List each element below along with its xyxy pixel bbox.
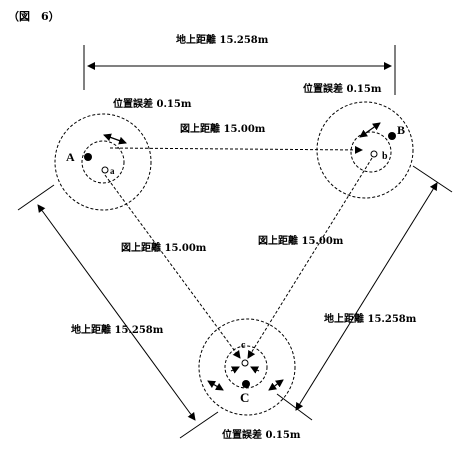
map-distance-bc-label: 図上距離 15.00m (258, 234, 344, 247)
position-error-c-label: 位置誤差 0.15m (222, 428, 301, 441)
top-ground-distance-label: 地上距離 15.258m (176, 33, 269, 46)
point-C-marker (242, 380, 250, 388)
inner-circle-b (350, 131, 392, 173)
left-dimension-arrow (37, 204, 196, 421)
point-A-marker (84, 153, 92, 161)
pointer-c-right (250, 366, 260, 374)
position-error-a-label: 位置誤差 0.15m (113, 97, 192, 110)
pointer-c-left (230, 366, 240, 374)
right-dimension: 地上距離 15.258m (276, 165, 453, 421)
map-line-bc (247, 157, 373, 359)
point-a-marker (101, 166, 109, 174)
error-arrow-a (103, 133, 127, 145)
figure-title: （図 6） (8, 9, 60, 23)
map-line-ab (109, 145, 363, 154)
circle-group-c: c C 位置誤差 0.15m (198, 318, 301, 441)
error-arrow-b (359, 122, 381, 138)
left-dimension: 地上距離 15.258m (17, 184, 219, 439)
error-arrow-c-left (207, 380, 224, 391)
outer-circle-c (198, 318, 296, 416)
point-c-label: c (241, 340, 246, 351)
right-dimension-arrow (295, 182, 438, 411)
point-B-marker (388, 132, 396, 140)
circle-group-a: A a 位置誤差 0.15m (54, 97, 192, 211)
point-A-label: A (66, 150, 75, 164)
point-C-label: C (240, 390, 249, 405)
top-dimension: 地上距離 15.258m (83, 33, 396, 95)
map-distance-ac-label: 図上距離 15.00m (121, 241, 207, 254)
point-b-marker (370, 150, 378, 158)
circle-group-b: B b 位置誤差 0.15m (303, 82, 414, 199)
map-distance-ab-label: 図上距離 15.00m (180, 122, 266, 135)
left-ground-distance-label: 地上距離 15.258m (71, 323, 164, 336)
position-error-b-label: 位置誤差 0.15m (303, 82, 382, 95)
point-c-marker (241, 359, 249, 367)
inner-circle-a (81, 140, 125, 184)
right-ground-distance-label: 地上距離 15.258m (324, 312, 417, 325)
point-a-label: a (110, 166, 115, 176)
point-b-label: b (382, 151, 388, 162)
point-B-label: B (397, 123, 405, 137)
error-arrow-c-right (268, 379, 284, 391)
